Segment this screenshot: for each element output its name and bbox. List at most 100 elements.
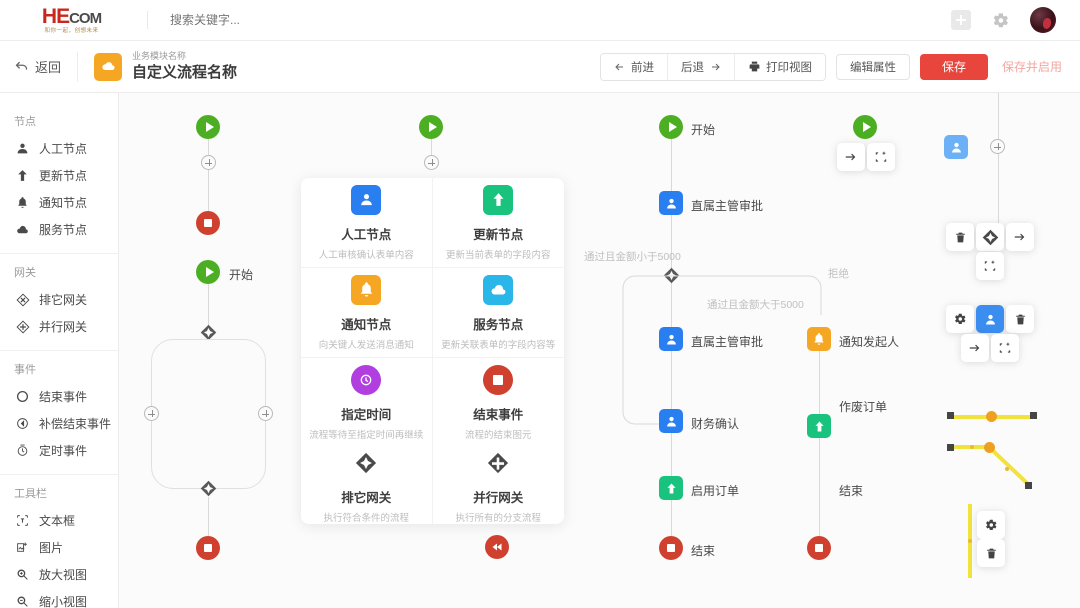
add-node-icon[interactable]	[867, 143, 895, 171]
person-icon[interactable]	[976, 305, 1004, 333]
sidebar-item-parallel-gateway[interactable]: 并行网关	[0, 313, 118, 340]
task-node-approve-1[interactable]	[659, 191, 683, 215]
connector-line	[208, 133, 209, 221]
logo-com-text: COM	[69, 9, 102, 27]
palette-item-desc: 执行符合条件的流程	[323, 513, 409, 524]
sidebar-item-label: 缩小视图	[39, 595, 88, 608]
palette-item-desc: 流程的结束图元	[464, 430, 532, 441]
connect-arrow-icon[interactable]	[961, 334, 989, 362]
sidebar-item-exclusive-gateway[interactable]: 排它网关	[0, 286, 118, 313]
end-node-b[interactable]	[196, 536, 220, 560]
add-node-handle-a[interactable]	[201, 155, 216, 170]
sidebar-item-human-node[interactable]: 人工节点	[0, 135, 118, 162]
sidebar-item-update-node[interactable]: 更新节点	[0, 162, 118, 189]
print-button[interactable]: 打印视图	[734, 53, 825, 80]
edge-waypoint-dot[interactable]	[968, 539, 972, 543]
edge-endpoint-handle[interactable]	[1025, 482, 1032, 489]
sidebar-item-label: 并行网关	[39, 320, 88, 334]
add-node-handle-right[interactable]	[258, 406, 273, 421]
app-logo[interactable]: HECOM 和你一起，创想未来	[24, 6, 119, 35]
save-and-enable-button[interactable]: 保存并启用	[1002, 58, 1062, 75]
start-node-a[interactable]	[196, 115, 220, 139]
module-label: 业务模块名称	[132, 51, 187, 62]
sidebar-item-image[interactable]: 图片	[0, 534, 118, 561]
sidebar-item-end-event[interactable]: 结束事件	[0, 383, 118, 410]
main-start-node[interactable]	[659, 115, 683, 139]
plus-circle-icon	[144, 406, 159, 421]
gateway-node-bottom[interactable]	[200, 480, 217, 497]
task-node-enable-order[interactable]	[659, 476, 683, 500]
sidebar-section-gateways: 网关 排它网关 并行网关	[0, 254, 118, 351]
edge-waypoint-dot[interactable]	[1005, 467, 1009, 471]
palette-item-human-node[interactable]: 人工节点 人工审核确认表单内容	[301, 178, 433, 268]
main-end-node-left-label: 结束	[691, 544, 716, 558]
gear-icon[interactable]	[991, 11, 1010, 30]
flow-canvas[interactable]: 开始	[119, 93, 1080, 608]
sidebar-item-textbox[interactable]: 文本框	[0, 507, 118, 534]
task-node-finance[interactable]	[659, 409, 683, 433]
edge-bent[interactable]	[945, 441, 1055, 493]
sidebar-item-zoom-out[interactable]: 缩小视图	[0, 588, 118, 608]
task-node-toolbar	[945, 305, 1035, 333]
edge-endpoint-handle[interactable]	[947, 444, 954, 451]
main-end-node-left[interactable]	[659, 536, 683, 560]
main-end-node-right[interactable]	[807, 536, 831, 560]
palette-item-name: 服务节点	[473, 317, 524, 332]
gateway-node-top[interactable]	[200, 324, 217, 341]
edge-endpoint-handle[interactable]	[947, 412, 954, 419]
task-node-notify[interactable]	[807, 327, 831, 351]
edge-endpoint-handle[interactable]	[1030, 412, 1037, 419]
sidebar-item-compensate-end-event[interactable]: 补偿结束事件	[0, 410, 118, 437]
save-button[interactable]: 保存	[919, 53, 988, 80]
exclusive-gateway-icon[interactable]	[976, 223, 1004, 251]
edit-props-button[interactable]: 编辑属性	[835, 53, 910, 80]
edge-midpoint-handle[interactable]	[986, 411, 997, 422]
connect-arrow-icon[interactable]	[1006, 223, 1034, 251]
search-input[interactable]	[170, 13, 370, 27]
avatar[interactable]	[1030, 7, 1056, 33]
sidebar-item-zoom-in[interactable]: 放大视图	[0, 561, 118, 588]
palette-item-name: 人工节点	[341, 227, 392, 242]
trash-icon[interactable]	[977, 539, 1005, 567]
connect-arrow-icon[interactable]	[837, 143, 865, 171]
demo-add-handle[interactable]	[990, 139, 1005, 154]
palette-item-notify-node[interactable]: 通知节点 向关键人发送消息通知	[301, 268, 433, 358]
forward-button[interactable]: 前进	[600, 53, 668, 80]
demo-selected-node[interactable]	[944, 135, 968, 159]
trash-icon[interactable]	[1006, 305, 1034, 333]
plus-circle-icon	[990, 139, 1005, 154]
sidebar-item-notify-node[interactable]: 通知节点	[0, 189, 118, 216]
palette-item-parallel-gateway[interactable]: 并行网关 执行所有的分支流程	[433, 448, 565, 524]
start-node-with-toolbar[interactable]	[853, 115, 877, 139]
palette-item-update-node[interactable]: 更新节点 更新当前表单的字段内容	[432, 178, 564, 268]
add-node-handle-left[interactable]	[144, 406, 159, 421]
start-icon	[196, 260, 220, 284]
palette-item-end-event[interactable]: 结束事件 流程的结束图元	[433, 358, 565, 448]
start-node-c[interactable]	[419, 115, 443, 139]
sidebar-item-label: 定时事件	[39, 444, 88, 458]
palette-item-service-node[interactable]: 服务节点 更新关联表单的字段内容等	[432, 268, 564, 358]
edge-midpoint-handle[interactable]	[984, 442, 995, 453]
sidebar-item-timer-event[interactable]: 定时事件	[0, 437, 118, 464]
rewind-node[interactable]	[485, 535, 509, 559]
add-node-icon[interactable]	[976, 252, 1004, 280]
add-node-handle-c[interactable]	[424, 155, 439, 170]
edge-waypoint-dot[interactable]	[970, 445, 974, 449]
task-node-void-order[interactable]	[807, 414, 831, 438]
palette-item-exclusive-gateway[interactable]: 排它网关 执行符合条件的流程	[301, 448, 433, 524]
sidebar-section-title: 网关	[14, 267, 36, 279]
backward-button[interactable]: 后退	[667, 53, 735, 80]
sidebar-item-service-node[interactable]: 服务节点	[0, 216, 118, 243]
add-icon[interactable]	[951, 10, 971, 30]
trash-icon[interactable]	[946, 223, 974, 251]
task-node-approve-2[interactable]	[659, 327, 683, 351]
gear-icon[interactable]	[977, 511, 1005, 539]
gear-icon[interactable]	[946, 305, 974, 333]
add-node-icon[interactable]	[991, 334, 1019, 362]
back-button[interactable]: 返回	[14, 57, 61, 76]
end-node-a[interactable]	[196, 211, 220, 235]
start-node-b[interactable]	[196, 260, 220, 284]
palette-item-timer[interactable]: 指定时间 流程等待至指定时间再继续	[301, 358, 433, 448]
subprocess-block[interactable]	[151, 339, 266, 489]
cloud-service-icon	[483, 274, 514, 305]
